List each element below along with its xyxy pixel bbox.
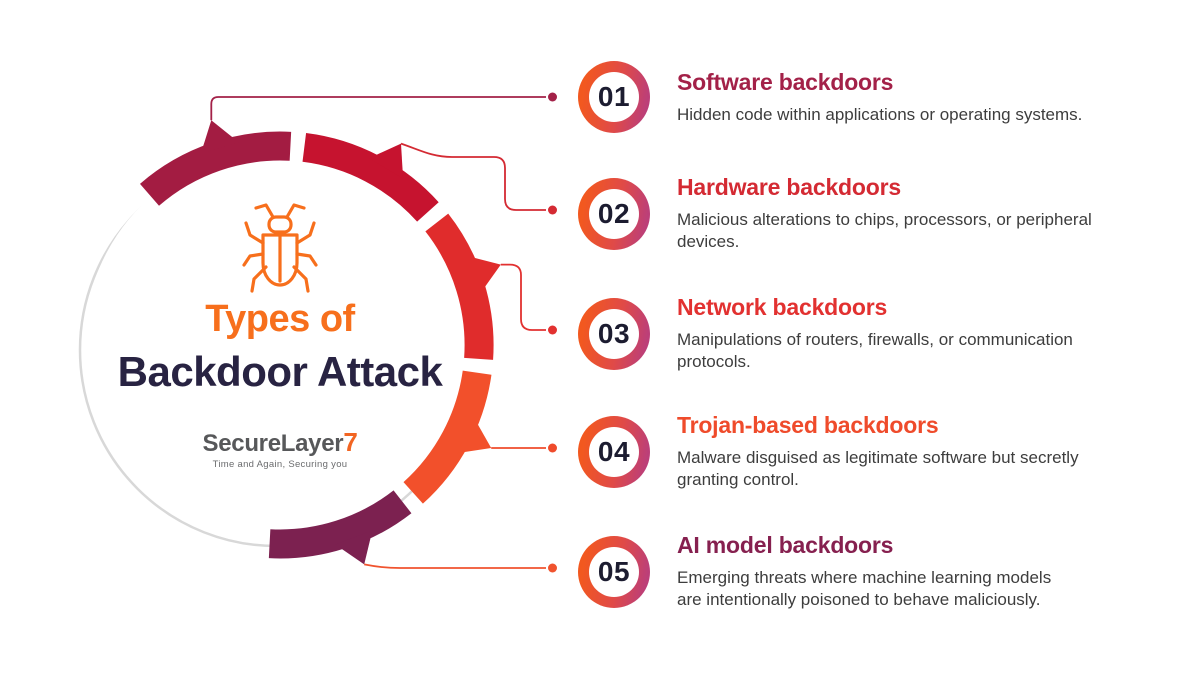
step-number-badge-01: 01 bbox=[578, 61, 650, 133]
ring-segment-3 bbox=[425, 213, 494, 360]
item-text-02: Hardware backdoors Malicious alterations… bbox=[677, 174, 1092, 253]
main-circle bbox=[84, 148, 476, 540]
step-number-badge-04: 04 bbox=[578, 415, 650, 488]
step-number-02: 02 bbox=[589, 188, 639, 239]
ring-arrow-4 bbox=[456, 417, 492, 454]
ring-arrow-2 bbox=[369, 143, 404, 179]
ring-segment-5 bbox=[268, 490, 412, 559]
item-description-05: Emerging threats where machine learning … bbox=[677, 568, 1052, 609]
connector-line-2 bbox=[400, 142, 546, 211]
connector-dot-5 bbox=[548, 563, 557, 573]
connector-line-1 bbox=[210, 96, 546, 121]
item-text-05: AI model backdoors Emerging threats wher… bbox=[677, 532, 1051, 611]
item-title-02: Hardware backdoors bbox=[677, 174, 901, 200]
step-number-03: 03 bbox=[589, 308, 639, 359]
ring-arrow-1 bbox=[200, 120, 239, 154]
item-trojan-based-backdoors: 04 Trojan-based backdoors Malware disgui… bbox=[578, 412, 1079, 491]
title-line2: Backdoor Attack bbox=[117, 348, 443, 395]
connector-dot-4 bbox=[548, 443, 557, 453]
logo-tagline: Time and Again, Securing you bbox=[212, 459, 348, 471]
logo-seven: 7 bbox=[343, 427, 358, 457]
item-description-03: Manipulations of routers, firewalls, or … bbox=[677, 330, 1073, 371]
logo-wordmark: SecureLayer7 bbox=[60, 428, 500, 457]
item-description-01: Hidden code within applications or opera… bbox=[677, 104, 1083, 124]
title-line1: Types of bbox=[205, 298, 355, 340]
item-title-05: AI model backdoors bbox=[677, 532, 894, 558]
ring-arrow-5 bbox=[335, 530, 373, 565]
item-title-04: Trojan-based backdoors bbox=[677, 412, 939, 438]
connector-line-3 bbox=[500, 263, 546, 331]
step-number-badge-05: 05 bbox=[578, 535, 650, 608]
item-text-01: Software backdoors Hidden code within ap… bbox=[677, 69, 1082, 126]
item-text-03: Network backdoors Manipulations of route… bbox=[677, 294, 1073, 373]
item-description-04: Malware disguised as legitimate software… bbox=[677, 448, 1079, 489]
connector-line-5 bbox=[364, 563, 546, 569]
ring-segment-2 bbox=[302, 133, 439, 222]
step-number-badge-02: 02 bbox=[578, 177, 650, 250]
connector-dot-1 bbox=[548, 92, 557, 102]
item-text-04: Trojan-based backdoors Malware disguised… bbox=[677, 412, 1079, 491]
securelayer7-logo: SecureLayer7 Time and Again, Securing yo… bbox=[60, 428, 500, 471]
step-number-01: 01 bbox=[589, 72, 639, 122]
item-ai-model-backdoors: 05 AI model backdoors Emerging threats w… bbox=[578, 532, 1051, 611]
bug-icon bbox=[242, 203, 318, 293]
step-number-badge-03: 03 bbox=[578, 297, 650, 370]
item-description-02: Malicious alterations to chips, processo… bbox=[677, 210, 1092, 251]
item-title-03: Network backdoors bbox=[677, 294, 888, 320]
item-network-backdoors: 03 Network backdoors Manipulations of ro… bbox=[578, 294, 1073, 373]
ring-arrow-3 bbox=[466, 255, 501, 294]
connector-dot-3 bbox=[548, 325, 557, 335]
ring-segment-1 bbox=[139, 131, 292, 206]
step-number-04: 04 bbox=[589, 426, 639, 477]
item-hardware-backdoors: 02 Hardware backdoors Malicious alterati… bbox=[578, 174, 1092, 253]
logo-wordmark-text: SecureLayer bbox=[202, 430, 344, 457]
item-software-backdoors: 01 Software backdoors Hidden code within… bbox=[578, 61, 1082, 133]
ring-segment-4 bbox=[403, 370, 492, 504]
connector-dot-2 bbox=[548, 205, 557, 215]
step-number-05: 05 bbox=[589, 546, 639, 597]
item-title-01: Software backdoors bbox=[677, 68, 894, 95]
